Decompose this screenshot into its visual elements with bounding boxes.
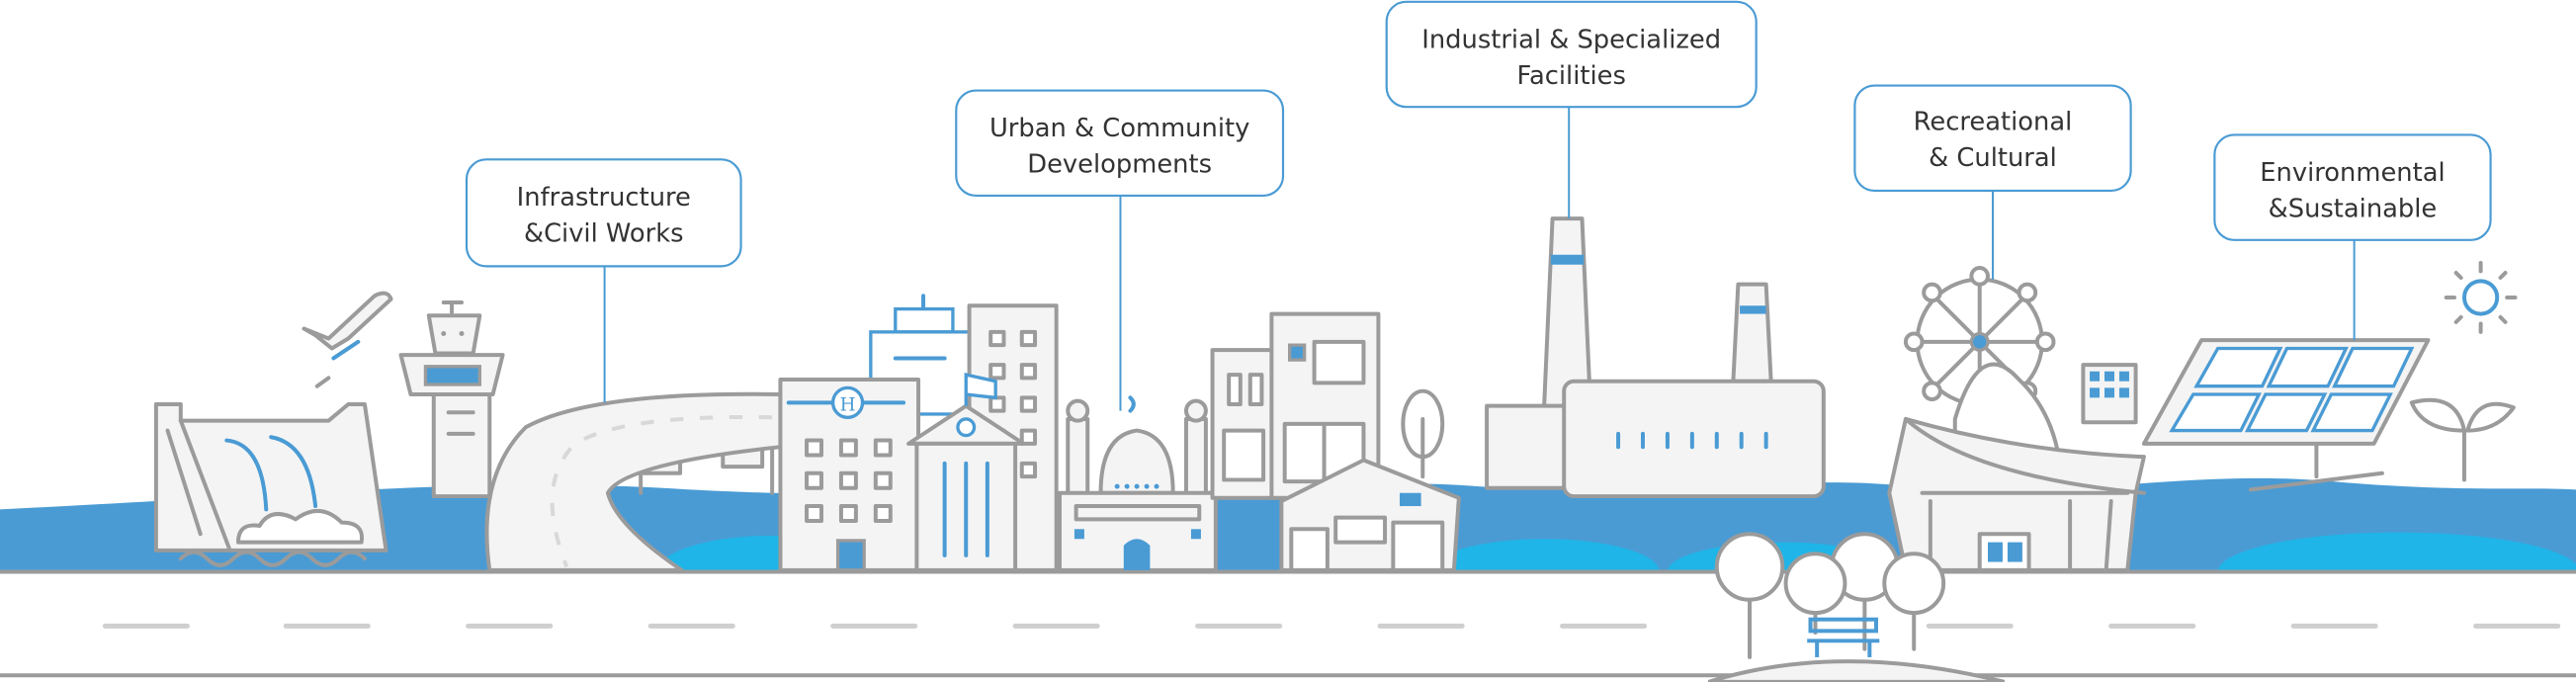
park-trees-icon: [1707, 532, 2006, 682]
solar-panel-icon: [2141, 338, 2431, 492]
airplane-icon: [301, 291, 393, 388]
label-line: Facilities: [1517, 61, 1626, 91]
svg-text:H: H: [840, 395, 856, 416]
callout-recreational: Recreational & Cultural: [1853, 84, 2132, 280]
hotel-building-icon: H: [778, 378, 921, 572]
callout-infrastructure: Infrastructure &Civil Works: [465, 158, 742, 403]
label-line: Urban & Community: [989, 114, 1249, 143]
government-building-icon: [906, 372, 1026, 572]
sun-icon: [2444, 261, 2518, 334]
label-line: &Sustainable: [2269, 195, 2438, 224]
factory-icon: [1485, 216, 1826, 499]
callout-urban: Urban & Community Developments: [955, 89, 1285, 411]
stadium-icon: [1887, 416, 2146, 572]
label-line: &Civil Works: [524, 218, 684, 248]
house-icon: [1279, 458, 1461, 572]
callout-industrial: Industrial & Specialized Facilities: [1385, 0, 1758, 219]
label-line: Environmental: [2260, 158, 2445, 188]
label-line: Developments: [1027, 150, 1212, 180]
residential-building-icon: [1210, 311, 1381, 500]
label-line: Infrastructure: [517, 183, 691, 213]
plant-icon: [2409, 397, 2516, 482]
label-line: Industrial & Specialized: [1421, 25, 1721, 54]
tree-icon: [1401, 388, 1445, 479]
highway-icon: [484, 391, 783, 572]
dam-icon: [153, 401, 388, 567]
label-line: & Cultural: [1929, 143, 2057, 173]
bench-icon: [1807, 617, 1880, 657]
control-tower-icon: [398, 299, 505, 499]
label-line: Recreational: [1914, 107, 2073, 136]
callout-environmental: Environmental &Sustainable: [2213, 133, 2492, 341]
ferris-wheel-icon: [1903, 266, 2138, 495]
mosque-icon: [1057, 395, 1218, 572]
